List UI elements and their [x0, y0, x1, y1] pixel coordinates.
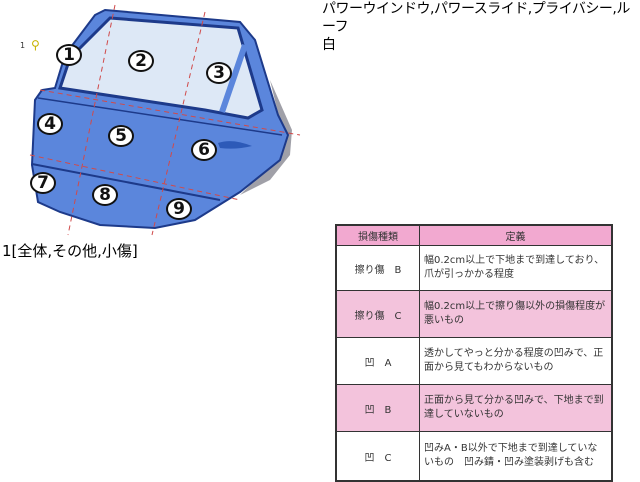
table-row: 凹 A 透かしてやっと分かる程度の凹みで、正面から見てもわからないもの [335, 337, 613, 385]
options-line: パワーウインドウ,パワースライド,プライバシー,ルーフ [322, 1, 630, 35]
area-marker-2[interactable]: 2 [128, 50, 154, 72]
pin-number: 1 [20, 41, 26, 50]
table-row: 凹 C 凹みA・B以外で下地まで到達していないもの 凹み錆・凹み塗装剥げも含む [335, 431, 613, 482]
door-diagram: 1 ⚲ 1 2 3 4 5 6 7 8 9 [0, 0, 320, 240]
damage-definition: 幅0.2cm以上で擦り傷以外の損傷程度が悪いもの [419, 290, 613, 338]
color-line: 白 [322, 37, 336, 53]
area-marker-9[interactable]: 9 [166, 198, 192, 220]
damage-type: 凹 A [335, 337, 420, 385]
area-marker-6[interactable]: 6 [191, 139, 217, 161]
table-row: 擦り傷 C 幅0.2cm以上で擦り傷以外の損傷程度が悪いもの [335, 290, 613, 338]
damage-type: 凹 C [335, 431, 420, 482]
damage-type: 擦り傷 B [335, 245, 420, 291]
damage-note: 1[全体,その他,小傷] [2, 242, 138, 260]
area-marker-3[interactable]: 3 [206, 62, 232, 84]
damage-definition: 透かしてやっと分かる程度の凹みで、正面から見てもわからないもの [419, 337, 613, 385]
vehicle-options: パワーウインドウ,パワースライド,プライバシー,ルーフ 白 [322, 0, 640, 54]
area-marker-7[interactable]: 7 [30, 172, 56, 194]
area-marker-1[interactable]: 1 [56, 44, 82, 66]
area-marker-5[interactable]: 5 [108, 125, 134, 147]
header-damage-type: 損傷種類 [335, 224, 420, 246]
table-row: 擦り傷 B 幅0.2cm以上で下地まで到達しており、爪が引っかかる程度 [335, 245, 613, 291]
damage-type: 凹 B [335, 384, 420, 432]
header-definition: 定義 [419, 224, 613, 246]
table-header-row: 損傷種類 定義 [335, 224, 613, 246]
damage-type: 擦り傷 C [335, 290, 420, 338]
area-marker-4[interactable]: 4 [37, 113, 63, 135]
damage-definition: 正面から見て分かる凹みで、下地まで到達していないもの [419, 384, 613, 432]
damage-definition: 幅0.2cm以上で下地まで到達しており、爪が引っかかる程度 [419, 245, 613, 291]
area-marker-8[interactable]: 8 [92, 184, 118, 206]
damage-definition: 凹みA・B以外で下地まで到達していないもの 凹み錆・凹み塗装剥げも含む [419, 431, 613, 482]
question-pin-icon[interactable]: ⚲ [31, 38, 40, 52]
damage-definition-table: 損傷種類 定義 擦り傷 B 幅0.2cm以上で下地まで到達しており、爪が引っかか… [335, 224, 613, 482]
table-row: 凹 B 正面から見て分かる凹みで、下地まで到達していないもの [335, 384, 613, 432]
